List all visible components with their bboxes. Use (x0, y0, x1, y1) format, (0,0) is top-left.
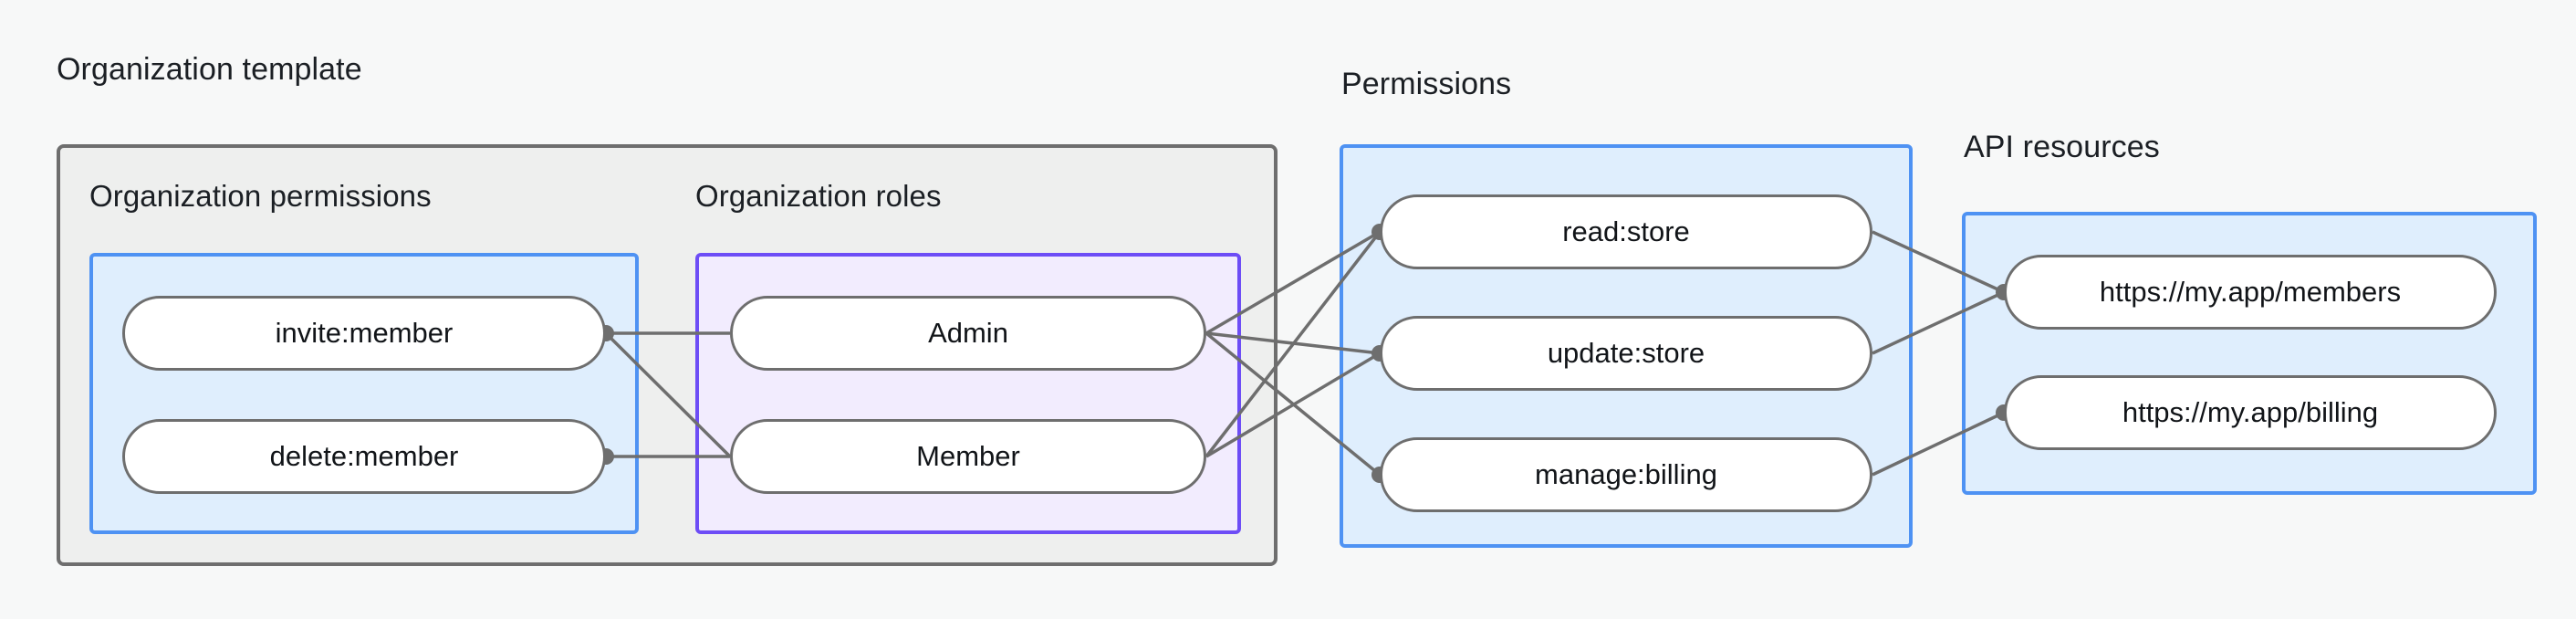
node-read-store[interactable]: read:store (1380, 194, 1872, 269)
api-resources-title: API resources (1964, 130, 2160, 164)
node-role-member[interactable]: Member (730, 419, 1206, 494)
org-roles-subtitle: Organization roles (695, 179, 942, 213)
node-manage-billing[interactable]: manage:billing (1380, 437, 1872, 512)
node-delete-member[interactable]: delete:member (122, 419, 606, 494)
org-permissions-subtitle: Organization permissions (89, 179, 432, 213)
node-role-admin[interactable]: Admin (730, 296, 1206, 371)
node-invite-member[interactable]: invite:member (122, 296, 606, 371)
org-template-title: Organization template (57, 52, 362, 87)
node-resource-members[interactable]: https://my.app/members (2004, 255, 2497, 330)
node-update-store[interactable]: update:store (1380, 316, 1872, 391)
permissions-title: Permissions (1341, 67, 1512, 101)
node-resource-billing[interactable]: https://my.app/billing (2004, 375, 2497, 450)
